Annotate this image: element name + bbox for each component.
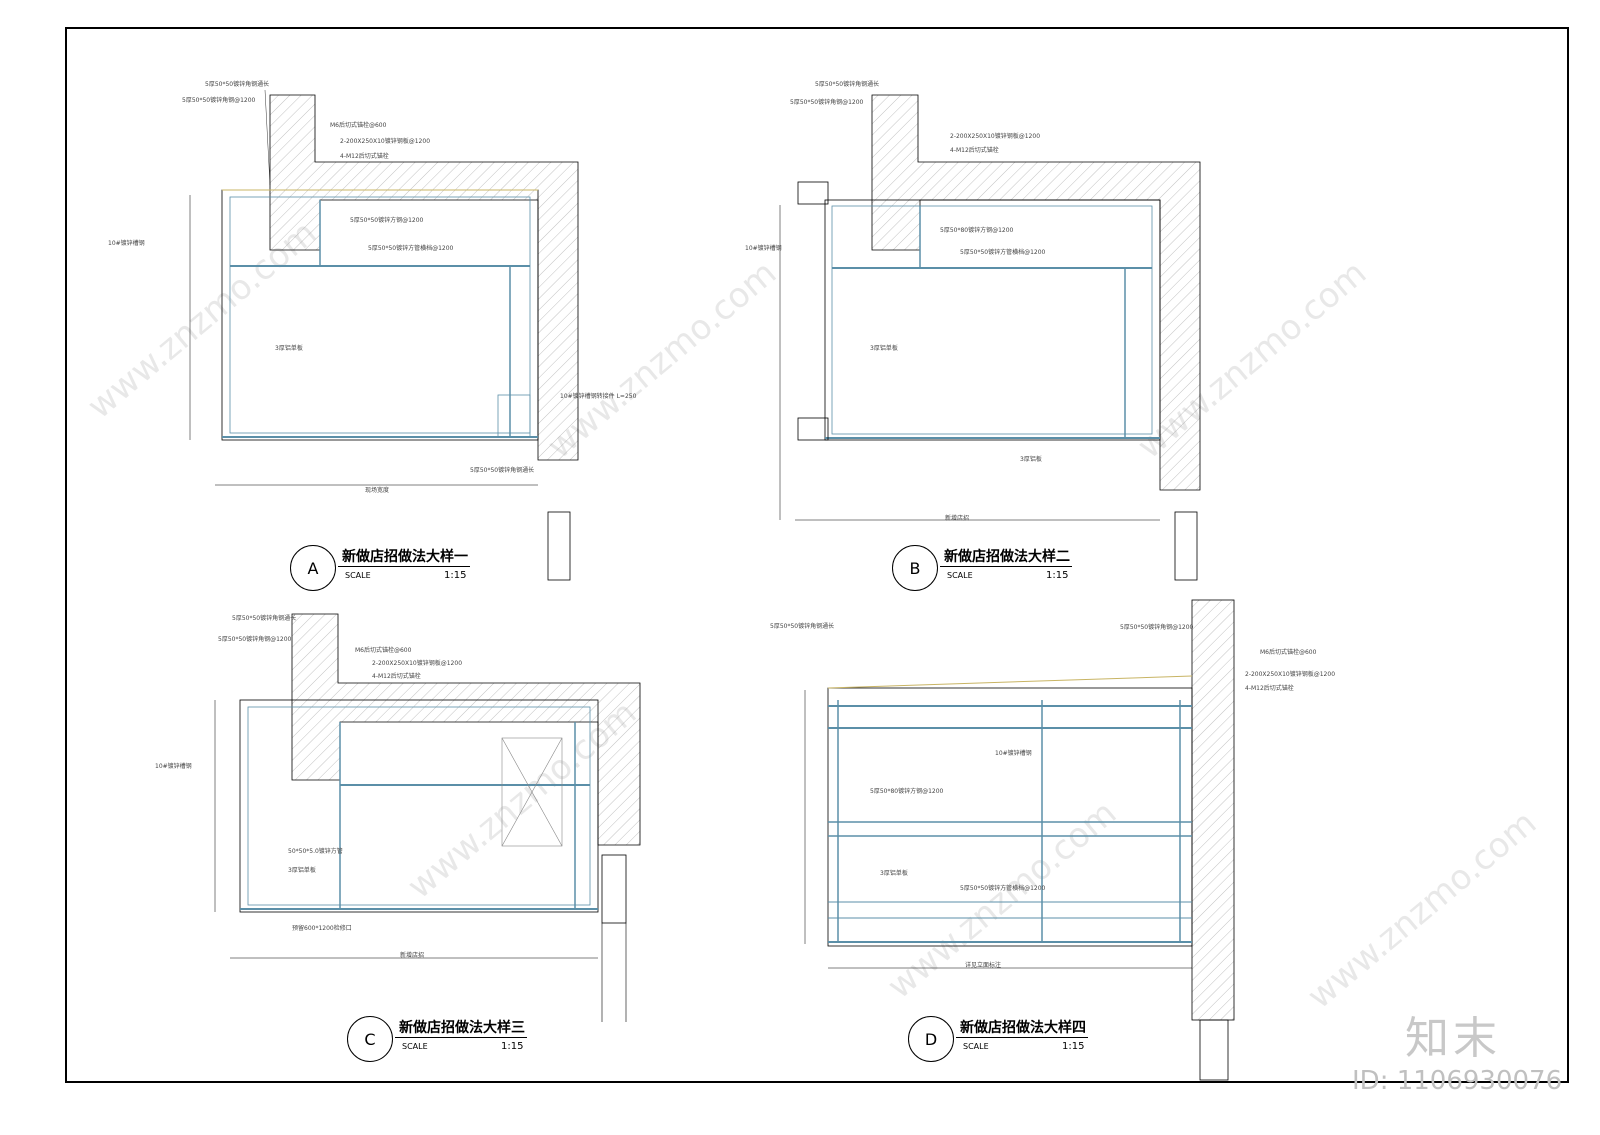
detail-a-drawing: 5厚50*50镀锌角钢通长 5厚50*50镀锌角钢@1200 M6后切式锚栓@6… (108, 80, 637, 581)
svg-text:10#镀锌槽钢: 10#镀锌槽钢 (745, 244, 782, 252)
detail-c-title: 新做店招做法大样三 (399, 1020, 525, 1036)
svg-text:5厚50*80镀锌方钢@1200: 5厚50*80镀锌方钢@1200 (940, 226, 1014, 234)
watermark-text: www.znzmo.com (1300, 803, 1544, 1017)
detail-a-letter: A (307, 558, 319, 578)
svg-text:新增店招: 新增店招 (945, 514, 969, 522)
sheet-border (65, 27, 1569, 1083)
svg-text:现场宽度: 现场宽度 (365, 486, 389, 494)
svg-text:5厚50*50镀锌角钢通长: 5厚50*50镀锌角钢通长 (232, 614, 296, 622)
svg-text:3厚铝单板: 3厚铝单板 (275, 344, 303, 352)
brand-logo: 知末 (1405, 1013, 1501, 1064)
svg-text:5厚50*50镀锌角钢@1200: 5厚50*50镀锌角钢@1200 (218, 635, 292, 643)
svg-text:10#镀锌槽钢: 10#镀锌槽钢 (108, 239, 145, 247)
svg-text:M6后切式锚栓@600: M6后切式锚栓@600 (330, 121, 387, 129)
detail-b-title: 新做店招做法大样二 (944, 549, 1070, 565)
svg-text:5厚50*50镀锌角钢通长: 5厚50*50镀锌角钢通长 (770, 622, 834, 630)
svg-text:3厚铝单板: 3厚铝单板 (870, 344, 898, 352)
svg-text:5厚50*50镀锌方管横档@1200: 5厚50*50镀锌方管横档@1200 (960, 884, 1046, 892)
detail-c-letter: C (364, 1029, 376, 1049)
svg-text:2-200X250X10镀锌钢板@1200: 2-200X250X10镀锌钢板@1200 (372, 659, 462, 667)
svg-text:5厚50*50镀锌角钢@1200: 5厚50*50镀锌角钢@1200 (182, 96, 256, 104)
svg-text:3厚铝板: 3厚铝板 (1020, 455, 1042, 463)
detail-b-letter: B (909, 558, 921, 578)
detail-a-scale-value: 1:15 (444, 570, 467, 581)
svg-text:10#镀锌槽钢: 10#镀锌槽钢 (995, 749, 1032, 757)
svg-text:10#镀锌槽钢转接件 L=250: 10#镀锌槽钢转接件 L=250 (560, 392, 637, 400)
svg-text:5厚50*50镀锌角钢通长: 5厚50*50镀锌角钢通长 (470, 466, 534, 474)
svg-text:4-M12后切式锚栓: 4-M12后切式锚栓 (372, 672, 421, 680)
detail-b-scale-label: SCALE (947, 571, 973, 580)
svg-text:5厚50*50镀锌方管横档@1200: 5厚50*50镀锌方管横档@1200 (960, 248, 1046, 256)
detail-d-scale-value: 1:15 (1062, 1041, 1085, 1052)
svg-text:5厚50*80镀锌方钢@1200: 5厚50*80镀锌方钢@1200 (870, 787, 944, 795)
svg-text:预留600*1200检修口: 预留600*1200检修口 (292, 924, 352, 932)
svg-text:5厚50*50镀锌角钢@1200: 5厚50*50镀锌角钢@1200 (1120, 623, 1194, 631)
svg-text:3厚铝单板: 3厚铝单板 (288, 866, 316, 874)
svg-text:详见立面标注: 详见立面标注 (965, 961, 1001, 969)
svg-text:新增店招: 新增店招 (400, 951, 424, 959)
detail-d-marker: D (908, 1016, 954, 1062)
detail-b-marker: B (892, 545, 938, 591)
detail-a-title: 新做店招做法大样一 (342, 549, 468, 565)
detail-a-underline (338, 566, 470, 567)
svg-text:2-200X250X10镀锌钢板@1200: 2-200X250X10镀锌钢板@1200 (1245, 670, 1335, 678)
svg-text:10#镀锌槽钢: 10#镀锌槽钢 (155, 762, 192, 770)
detail-c-underline (395, 1037, 527, 1038)
detail-a-marker: A (290, 545, 336, 591)
watermark-text: www.znzmo.com (880, 793, 1124, 1007)
svg-text:3厚铝单板: 3厚铝单板 (880, 869, 908, 877)
detail-d-drawing: 5厚50*50镀锌角钢通长 5厚50*50镀锌角钢@1200 M6后切式锚栓@6… (770, 599, 1335, 1081)
svg-text:5厚50*50镀锌方钢@1200: 5厚50*50镀锌方钢@1200 (350, 216, 424, 224)
svg-text:50*50*5.0镀锌方管: 50*50*5.0镀锌方管 (288, 847, 343, 855)
svg-text:4-M12后切式锚栓: 4-M12后切式锚栓 (340, 152, 389, 160)
svg-text:4-M12后切式锚栓: 4-M12后切式锚栓 (1245, 684, 1294, 692)
svg-text:5厚50*50镀锌角钢通长: 5厚50*50镀锌角钢通长 (205, 80, 269, 88)
svg-text:M6后切式锚栓@600: M6后切式锚栓@600 (1260, 648, 1317, 656)
svg-text:5厚50*50镀锌方管横档@1200: 5厚50*50镀锌方管横档@1200 (368, 244, 454, 252)
detail-d-underline (956, 1037, 1088, 1038)
detail-b-scale-value: 1:15 (1046, 570, 1069, 581)
svg-text:2-200X250X10镀锌钢板@1200: 2-200X250X10镀锌钢板@1200 (340, 137, 430, 145)
detail-c-scale-label: SCALE (402, 1042, 428, 1051)
id-text: ID: 1106930076 (1352, 1066, 1563, 1096)
detail-d-scale-label: SCALE (963, 1042, 989, 1051)
svg-text:5厚50*50镀锌角钢通长: 5厚50*50镀锌角钢通长 (815, 80, 879, 88)
detail-a-scale-label: SCALE (345, 571, 371, 580)
svg-text:4-M12后切式锚栓: 4-M12后切式锚栓 (950, 146, 999, 154)
detail-c-scale-value: 1:15 (501, 1041, 524, 1052)
svg-text:M6后切式锚栓@600: M6后切式锚栓@600 (355, 646, 412, 654)
detail-d-title: 新做店招做法大样四 (960, 1020, 1086, 1036)
detail-d-letter: D (924, 1029, 938, 1049)
detail-c-drawing: 5厚50*50镀锌角钢通长 5厚50*50镀锌角钢@1200 M6后切式锚栓@6… (155, 613, 641, 1022)
svg-text:2-200X250X10镀锌钢板@1200: 2-200X250X10镀锌钢板@1200 (950, 132, 1040, 140)
svg-text:5厚50*50镀锌角钢@1200: 5厚50*50镀锌角钢@1200 (790, 98, 864, 106)
detail-b-underline (940, 566, 1072, 567)
detail-b-drawing: 5厚50*50镀锌角钢通长 5厚50*50镀锌角钢@1200 2-200X250… (745, 80, 1201, 581)
detail-c-marker: C (347, 1016, 393, 1062)
